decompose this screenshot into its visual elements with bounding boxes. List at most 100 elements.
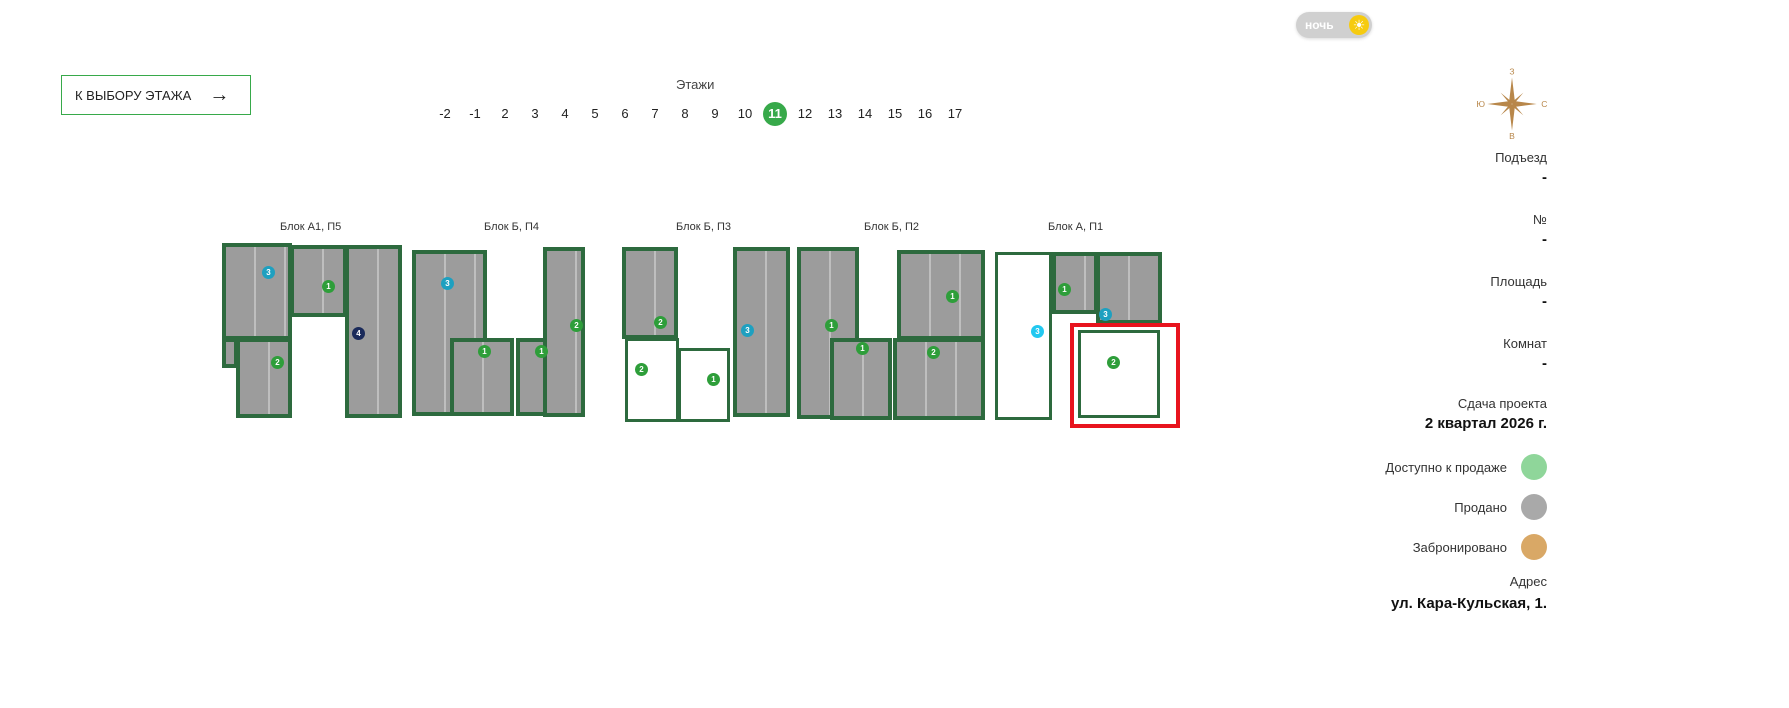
block-title: Блок Б, П4 — [484, 221, 539, 233]
rooms-badge: 1 — [535, 345, 548, 358]
floor-3[interactable]: 3 — [520, 102, 550, 126]
rooms-badge: 1 — [856, 342, 869, 355]
compass-w: Ю — [1476, 99, 1485, 109]
legend-label: Забронировано — [1412, 539, 1507, 555]
rooms-badge: 3 — [441, 277, 454, 290]
floor-7[interactable]: 7 — [640, 102, 670, 126]
floor-9[interactable]: 9 — [700, 102, 730, 126]
floor-number: 17 — [947, 106, 963, 121]
apartment-unit[interactable] — [897, 250, 985, 340]
apartment-unit[interactable] — [222, 338, 238, 368]
apartment-unit[interactable] — [678, 348, 730, 422]
number-label: № — [1533, 212, 1547, 227]
rooms-badge: 1 — [825, 319, 838, 332]
day-night-toggle[interactable]: ночь ☀ — [1296, 12, 1372, 38]
back-to-floor-select-button[interactable]: К ВЫБОРУ ЭТАЖА → — [61, 75, 251, 115]
legend-dot — [1521, 494, 1547, 520]
compass-e: С — [1541, 99, 1547, 109]
toggle-label: ночь — [1305, 18, 1334, 32]
selected-apartment-highlight — [1070, 323, 1180, 428]
floor-16[interactable]: 16 — [910, 102, 940, 126]
floor-number: 6 — [621, 106, 629, 121]
apartment-unit[interactable] — [995, 252, 1052, 420]
entrance-value: - — [1542, 169, 1547, 186]
floor-12[interactable]: 12 — [790, 102, 820, 126]
apartment-unit[interactable] — [236, 338, 292, 418]
rooms-badge: 2 — [1107, 356, 1120, 369]
floor-number: 11 — [763, 102, 787, 126]
floor-17[interactable]: 17 — [940, 102, 970, 126]
block-title: Блок А, П1 — [1048, 221, 1104, 233]
area-value: - — [1542, 293, 1547, 310]
rooms-badge: 4 — [352, 327, 365, 340]
floor-10[interactable]: 10 — [730, 102, 760, 126]
floor-selector: -2 -1 2 3 4 5 6 7 8 9 10 11 12 13 14 15 16 17 — [430, 102, 970, 126]
legend-item: Доступно к продаже — [1287, 454, 1547, 480]
rooms-badge: 3 — [1099, 308, 1112, 321]
floor-number: 16 — [917, 106, 933, 121]
delivery-value: 2 квартал 2026 г. — [1424, 415, 1547, 432]
floor-number: 8 — [681, 106, 689, 121]
apartment-unit[interactable] — [1078, 330, 1160, 418]
info-panel: Подъезд - № - Площадь - Комнат - Сдача п… — [1287, 150, 1547, 612]
rooms-badge: 2 — [570, 319, 583, 332]
apartment-unit[interactable] — [222, 243, 292, 340]
rooms-badge: 1 — [707, 373, 720, 386]
rooms-value: - — [1542, 355, 1547, 372]
rooms-badge: 1 — [322, 280, 335, 293]
legend-dot — [1521, 534, 1547, 560]
rooms-label: Комнат — [1503, 336, 1547, 351]
floor-number: 10 — [737, 106, 753, 121]
floor-15[interactable]: 15 — [880, 102, 910, 126]
apartment-unit[interactable] — [543, 247, 585, 417]
legend-label: Доступно к продаже — [1385, 459, 1507, 475]
address-label: Адрес — [1509, 574, 1547, 589]
legend-item: Забронировано — [1287, 534, 1547, 560]
floor-number: 3 — [531, 106, 539, 121]
apartment-unit[interactable] — [290, 245, 347, 317]
apartment-unit[interactable] — [622, 247, 678, 339]
floor-number: -2 — [439, 106, 451, 121]
floor-number: 12 — [797, 106, 813, 121]
apartment-unit[interactable] — [625, 338, 679, 422]
floor-number: -1 — [469, 106, 481, 121]
floor-number: 4 — [561, 106, 569, 121]
floor-number: 2 — [501, 106, 509, 121]
arrow-right-icon: → — [209, 83, 230, 106]
area-label: Площадь — [1490, 274, 1547, 289]
rooms-badge: 3 — [262, 266, 275, 279]
floor-number: 15 — [887, 106, 903, 121]
floor-2[interactable]: 2 — [490, 102, 520, 126]
rooms-badge: 3 — [1031, 325, 1044, 338]
compass-n: З — [1509, 67, 1514, 77]
floor-number: 14 — [857, 106, 873, 121]
floor-8[interactable]: 8 — [670, 102, 700, 126]
apartment-unit[interactable] — [1052, 252, 1098, 314]
floor--1[interactable]: -1 — [460, 102, 490, 126]
back-button-label: К ВЫБОРУ ЭТАЖА — [75, 87, 192, 103]
floor-11[interactable]: 11 — [760, 102, 790, 126]
floor-4[interactable]: 4 — [550, 102, 580, 126]
block-title: Блок Б, П2 — [864, 221, 919, 233]
floor-13[interactable]: 13 — [820, 102, 850, 126]
floor-6[interactable]: 6 — [610, 102, 640, 126]
floor-number: 7 — [651, 106, 659, 121]
floors-title: Этажи — [676, 77, 715, 92]
floor-number: 5 — [591, 106, 599, 121]
floor-number: 13 — [827, 106, 843, 121]
rooms-badge: 2 — [654, 316, 667, 329]
delivery-label: Сдача проекта — [1457, 396, 1547, 411]
block-title: Блок Б, П3 — [676, 221, 731, 233]
block-title: Блок А1, П5 — [280, 221, 342, 233]
rooms-badge: 2 — [271, 356, 284, 369]
rooms-badge: 3 — [741, 324, 754, 337]
floor-5[interactable]: 5 — [580, 102, 610, 126]
floor-number: 9 — [711, 106, 719, 121]
floor--2[interactable]: -2 — [430, 102, 460, 126]
apartment-unit[interactable] — [733, 247, 790, 417]
legend-dot — [1521, 454, 1547, 480]
rooms-badge: 1 — [946, 290, 959, 303]
floor-14[interactable]: 14 — [850, 102, 880, 126]
entrance-label: Подъезд — [1495, 150, 1547, 165]
